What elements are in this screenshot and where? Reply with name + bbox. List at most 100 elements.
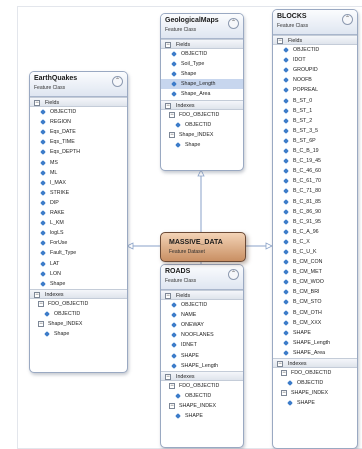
field-row[interactable]: OBJECTID	[161, 300, 243, 310]
field-row[interactable]: STRIKE	[30, 188, 127, 198]
indexes-section-header[interactable]: −Indexes	[273, 358, 357, 369]
field-row[interactable]: MS	[30, 158, 127, 168]
collapse-toggle-icon[interactable]: −	[281, 370, 287, 377]
field-row[interactable]: NAME	[161, 310, 243, 320]
field-row[interactable]: IDOT	[273, 55, 357, 65]
field-row[interactable]: B_CM_BRI	[273, 287, 357, 297]
field-row[interactable]: B_CM_MET	[273, 267, 357, 277]
field-row[interactable]: DIP	[30, 198, 127, 208]
field-row[interactable]: Eqs_DATE	[30, 127, 127, 137]
indexes-section-header[interactable]: −Indexes	[161, 370, 243, 381]
collapse-chevron-icon[interactable]: ⌃	[342, 14, 353, 25]
field-row[interactable]: Soil_Type	[161, 59, 243, 69]
field-row[interactable]: SHAPE_Area	[273, 348, 357, 358]
field-row[interactable]: B_ST_1	[273, 106, 357, 116]
field-row[interactable]: ONEWAY	[161, 320, 243, 330]
field-row[interactable]: Shape_Length	[161, 79, 243, 90]
field-row[interactable]: Shape	[161, 69, 243, 79]
indexes-section-header[interactable]: −Indexes	[161, 99, 243, 110]
collapse-toggle-icon[interactable]: −	[165, 42, 171, 48]
index-row[interactable]: −FDO_OBJECTID	[30, 299, 127, 309]
field-row[interactable]: OBJECTID	[30, 107, 127, 117]
field-row[interactable]: Eqs_TIME	[30, 137, 127, 147]
field-row[interactable]: B_ST_6P	[273, 136, 357, 146]
index-field-row[interactable]: OBJECTID	[161, 120, 243, 130]
collapse-toggle-icon[interactable]: −	[34, 291, 40, 298]
collapse-toggle-icon[interactable]: −	[281, 390, 287, 397]
field-row[interactable]: B_C_71_80	[273, 186, 357, 196]
field-row[interactable]: B_CM_XXX	[273, 318, 357, 328]
fields-section-header[interactable]: −Fields	[161, 290, 243, 301]
field-row[interactable]: OBJECTID	[273, 45, 357, 55]
field-row[interactable]: B_C_81_85	[273, 197, 357, 207]
field-row[interactable]: POPREAL	[273, 85, 357, 95]
field-row[interactable]: SHAPE	[161, 351, 243, 361]
field-row[interactable]: B_ST_0	[273, 96, 357, 106]
collapse-toggle-icon[interactable]: −	[169, 111, 175, 118]
collapse-toggle-icon[interactable]: −	[34, 100, 40, 106]
field-row[interactable]: B_CM_WOO	[273, 277, 357, 287]
collapse-chevron-icon[interactable]: ⌃	[228, 18, 239, 29]
field-row[interactable]: ML	[30, 168, 127, 178]
index-field-row[interactable]: OBJECTID	[273, 378, 357, 388]
field-row[interactable]: B_CM_CON	[273, 257, 357, 267]
index-row[interactable]: −Shape_INDEX	[161, 130, 243, 140]
index-row[interactable]: −FDO_OBJECTID	[161, 381, 243, 391]
field-row[interactable]: B_CM_OTH	[273, 308, 357, 318]
field-row[interactable]: NOOFB	[273, 75, 357, 85]
field-row[interactable]: OBJECTID	[161, 49, 243, 59]
field-row[interactable]: ForUse	[30, 238, 127, 248]
collapse-toggle-icon[interactable]: −	[169, 131, 175, 138]
field-row[interactable]: Shape_Area	[161, 89, 243, 99]
collapse-toggle-icon[interactable]: −	[169, 382, 175, 389]
index-row[interactable]: −FDO_OBJECTID	[273, 368, 357, 378]
field-row[interactable]: B_ST_3_5	[273, 126, 357, 136]
fields-section-header[interactable]: −Fields	[30, 97, 127, 108]
index-row[interactable]: −FDO_OBJECTID	[161, 110, 243, 120]
field-row[interactable]: B_ST_2	[273, 116, 357, 126]
collapse-toggle-icon[interactable]: −	[165, 293, 171, 299]
index-field-row[interactable]: SHAPE	[161, 411, 243, 421]
collapse-toggle-icon[interactable]: −	[38, 300, 44, 307]
field-row[interactable]: B_C_86_90	[273, 207, 357, 217]
field-row[interactable]: SHAPE_Length	[273, 338, 357, 348]
field-row[interactable]: Shape	[30, 279, 127, 289]
field-row[interactable]: B_C_91_95	[273, 217, 357, 227]
field-row[interactable]: logLS	[30, 228, 127, 238]
field-row[interactable]: B_C_19_45	[273, 156, 357, 166]
index-field-row[interactable]: OBJECTID	[30, 309, 127, 319]
collapse-chevron-icon[interactable]: ⌃	[112, 76, 123, 87]
field-row[interactable]: NOOFLANES	[161, 330, 243, 340]
index-field-row[interactable]: Shape	[30, 329, 127, 339]
field-row[interactable]: RAKE	[30, 208, 127, 218]
collapse-toggle-icon[interactable]: −	[277, 38, 283, 44]
collapse-toggle-icon[interactable]: −	[277, 361, 283, 367]
field-row[interactable]: I_MAX	[30, 178, 127, 188]
field-row[interactable]: B_C_46_60	[273, 166, 357, 176]
field-row[interactable]: B_C_61_70	[273, 176, 357, 186]
indexes-section-header[interactable]: −Indexes	[30, 288, 127, 299]
field-row[interactable]: GROUPID	[273, 65, 357, 75]
fields-section-header[interactable]: −Fields	[161, 39, 243, 50]
field-row[interactable]: SHAPE_Length	[161, 361, 243, 371]
collapse-toggle-icon[interactable]: −	[165, 102, 171, 109]
field-row[interactable]: B_C_B_19	[273, 146, 357, 156]
field-row[interactable]: B_CM_STO	[273, 297, 357, 307]
index-field-row[interactable]: OBJECTID	[161, 391, 243, 401]
field-row[interactable]: SHAPE	[273, 328, 357, 338]
collapse-toggle-icon[interactable]: −	[38, 321, 44, 328]
field-row[interactable]: REGION	[30, 117, 127, 127]
collapse-toggle-icon[interactable]: −	[169, 403, 175, 410]
field-row[interactable]: Fault_Type	[30, 248, 127, 258]
field-row[interactable]: L_KM	[30, 218, 127, 228]
index-row[interactable]: −SHAPE_INDEX	[161, 401, 243, 411]
index-field-row[interactable]: Shape	[161, 140, 243, 150]
index-row[interactable]: −SHAPE_INDEX	[273, 388, 357, 398]
field-row[interactable]: Eqs_DEPTH	[30, 147, 127, 157]
field-row[interactable]: LAT	[30, 259, 127, 269]
index-row[interactable]: −Shape_INDEX	[30, 319, 127, 329]
fields-section-header[interactable]: −Fields	[273, 35, 357, 46]
